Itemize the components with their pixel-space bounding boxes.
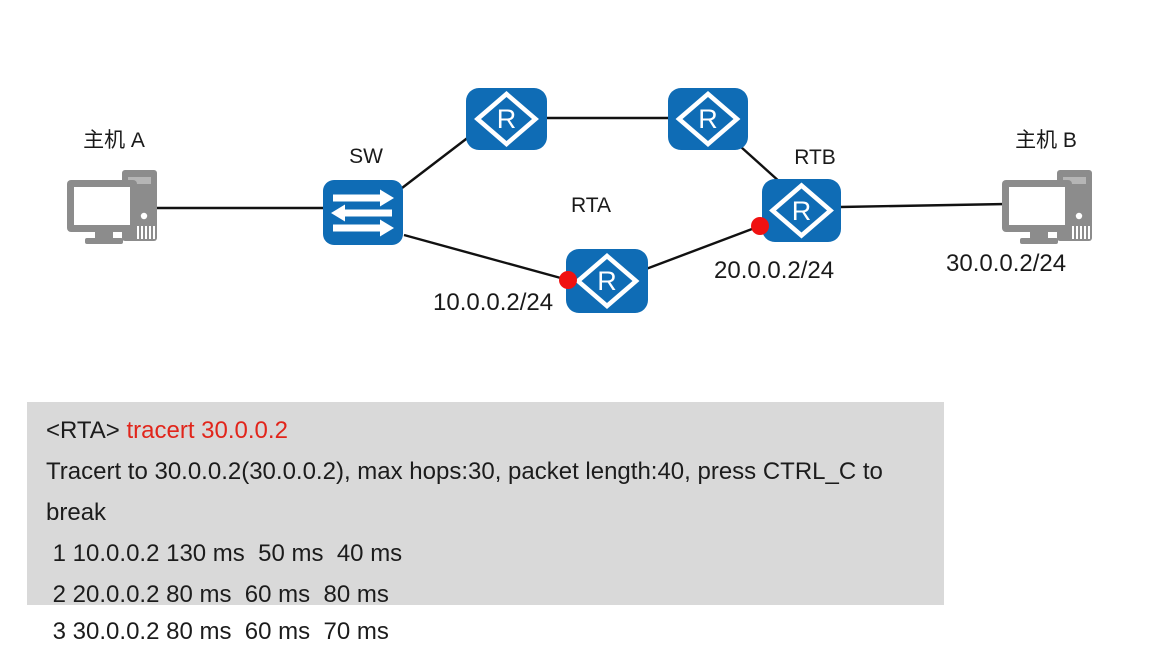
router2-icon: R bbox=[668, 88, 748, 150]
terminal-hop-2: 2 20.0.0.2 80 ms 60 ms 80 ms bbox=[46, 581, 389, 608]
pc-power-button bbox=[1075, 212, 1083, 220]
rtb-router-icon: R bbox=[762, 179, 841, 242]
link-sw-rta bbox=[403, 233, 569, 282]
router-diamond bbox=[574, 253, 640, 309]
switch-icon bbox=[323, 180, 403, 245]
rtb-interface-ip-label: 20.0.0.2/24 bbox=[714, 257, 835, 284]
router-diamond bbox=[675, 91, 741, 147]
rta-label: RTA bbox=[570, 194, 612, 217]
router-body bbox=[668, 88, 748, 150]
switch-arrows-icon bbox=[331, 189, 394, 237]
terminal-prompt: <RTA> bbox=[46, 417, 127, 444]
router-body bbox=[466, 88, 547, 150]
host-b-label: 主机 B bbox=[1015, 129, 1077, 152]
terminal-command-line: <RTA> tracert 30.0.0.2 bbox=[46, 410, 944, 451]
pc-vents bbox=[1072, 226, 1090, 239]
router-letter: R bbox=[497, 104, 517, 134]
terminal-info-line: Tracert to 30.0.0.2(30.0.0.2), max hops:… bbox=[46, 458, 883, 485]
rta-interface-ip-label: 10.0.0.2/24 bbox=[433, 289, 554, 316]
terminal-command: tracert 30.0.0.2 bbox=[126, 417, 288, 444]
terminal-output-box: <RTA> tracert 30.0.0.2 Tracert to 30.0.0… bbox=[27, 402, 944, 608]
router-letter: R bbox=[698, 104, 718, 134]
router-diamond bbox=[769, 182, 834, 239]
pc-power-button bbox=[140, 212, 148, 220]
pc-base bbox=[1020, 238, 1058, 244]
terminal-hop-3: 3 30.0.0.2 80 ms 60 ms 70 ms bbox=[46, 618, 389, 645]
rtb-interface-dot bbox=[751, 217, 769, 235]
host-b-ip-label: 30.0.0.2/24 bbox=[946, 250, 1067, 277]
pc-stand bbox=[95, 232, 113, 238]
terminal-break-line: break bbox=[46, 499, 107, 526]
router-letter: R bbox=[597, 266, 617, 296]
router-body bbox=[762, 179, 841, 242]
link-sw-router1 bbox=[401, 135, 471, 189]
pc-tower-slot bbox=[1063, 177, 1086, 184]
rta-interface-dot bbox=[559, 271, 577, 289]
host-b-computer-icon bbox=[1002, 170, 1092, 244]
pc-base bbox=[85, 238, 123, 244]
router-diamond bbox=[474, 91, 539, 147]
pc-monitor-screen bbox=[1009, 187, 1065, 225]
link-rta-rtb bbox=[645, 224, 761, 271]
pc-vents bbox=[137, 226, 155, 239]
sw-label: SW bbox=[349, 145, 383, 168]
terminal-hop-1: 1 10.0.0.2 130 ms 50 ms 40 ms bbox=[46, 540, 403, 567]
rta-router-icon: R bbox=[566, 249, 648, 313]
pc-monitor-screen bbox=[74, 187, 130, 225]
router1-icon: R bbox=[466, 88, 547, 150]
host-a-label: 主机 A bbox=[83, 129, 145, 152]
rtb-label: RTB bbox=[794, 146, 836, 169]
router-letter: R bbox=[792, 196, 812, 226]
link-rtb-hostb bbox=[839, 202, 1008, 209]
host-a-computer-icon bbox=[67, 170, 157, 244]
link-router2-rtb bbox=[740, 146, 782, 184]
link-lines bbox=[155, 116, 1008, 282]
pc-tower-slot bbox=[128, 177, 151, 184]
router-body bbox=[566, 249, 648, 313]
pc-stand bbox=[1030, 232, 1048, 238]
